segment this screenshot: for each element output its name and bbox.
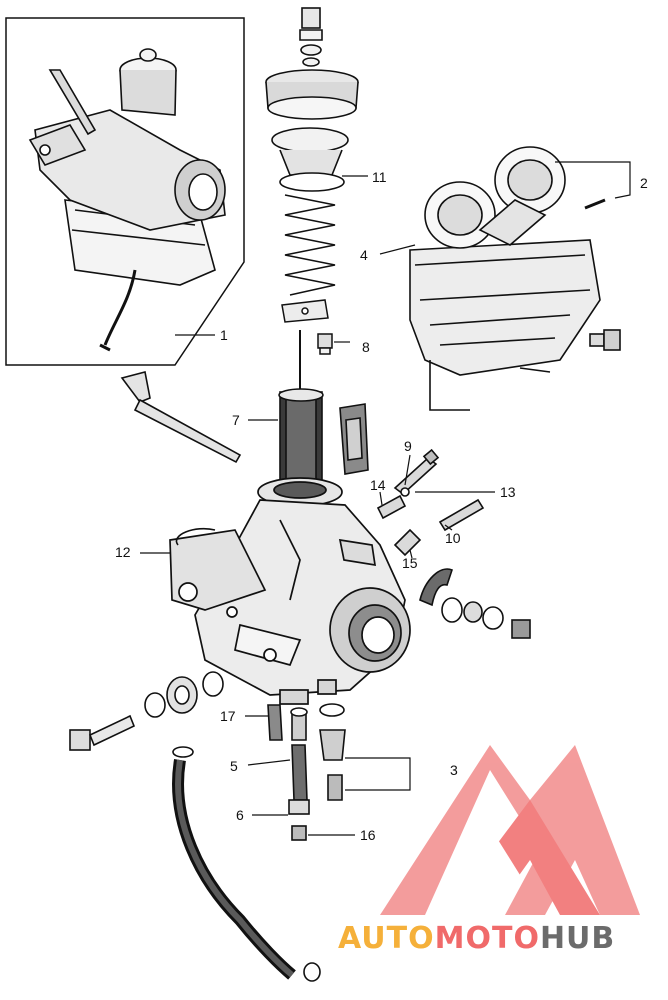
watermark-logo: [380, 745, 640, 915]
callout-17: 17: [220, 708, 236, 724]
callout-16: 16: [360, 827, 376, 843]
callout-10: 10: [445, 530, 461, 546]
main-carburetor-body: [169, 477, 411, 705]
part-8-screw: [317, 333, 333, 355]
fuel-hose-assembly: [69, 671, 321, 982]
part-7-throttle-slide: [278, 330, 324, 485]
callout-9: 9: [404, 438, 412, 454]
callout-3: 3: [450, 762, 458, 778]
top-cap-assembly: [265, 7, 359, 192]
callout-12: 12: [115, 544, 131, 560]
jet-parts: [267, 703, 346, 841]
bore-washers: [441, 597, 531, 639]
callout-7: 7: [232, 412, 240, 428]
callout-5: 5: [230, 758, 238, 774]
callout-8: 8: [362, 339, 370, 355]
watermark-hub: HUB: [540, 921, 615, 956]
inset-panel: [5, 17, 245, 366]
watermark-moto: MOTO: [435, 921, 540, 956]
callout-15: 15: [402, 555, 418, 571]
watermark-text: AUTOMOTOHUB: [338, 921, 615, 956]
spring: [284, 194, 336, 296]
leader-lines: [140, 161, 631, 836]
choke-rod: [120, 371, 242, 464]
callout-11: 11: [372, 169, 387, 185]
float-gasket-tab: [339, 403, 369, 475]
callout-1: 1: [220, 327, 228, 343]
callout-14: 14: [370, 477, 386, 493]
watermark-auto: AUTO: [338, 921, 435, 956]
part-12-gasket: [175, 527, 216, 546]
callout-13: 13: [500, 484, 516, 500]
float-pin: [584, 198, 606, 210]
callout-4: 4: [360, 247, 368, 263]
callout-2: 2: [640, 175, 648, 191]
float-bowl-assembly: [409, 146, 621, 411]
needle-clip: [281, 299, 329, 323]
callout-6: 6: [236, 807, 244, 823]
